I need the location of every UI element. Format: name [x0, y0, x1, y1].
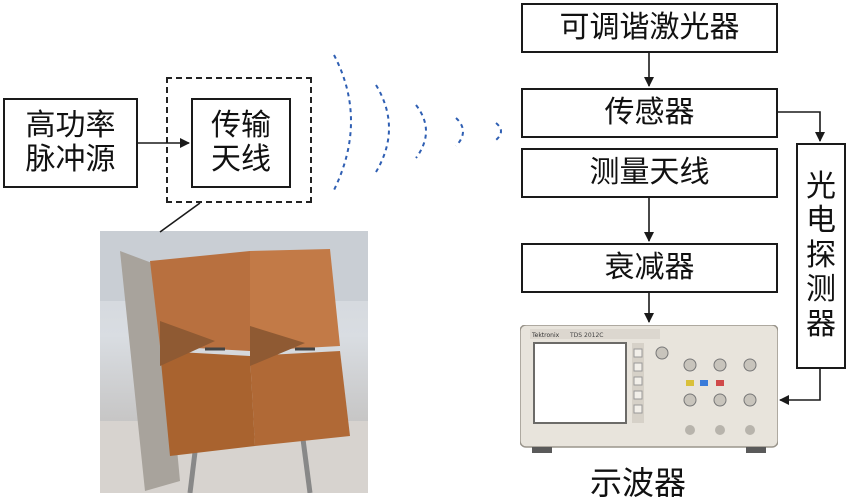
- photodetector-char: 光: [806, 168, 836, 204]
- scope-model: TDS 2012C: [569, 332, 603, 339]
- transmit-antenna-label-1: 传输: [211, 107, 271, 143]
- sensor-box: 传感器: [521, 88, 778, 138]
- transmit-antenna-label-2: 天线: [211, 142, 271, 177]
- tunable-laser-box: 可调谐激光器: [521, 3, 778, 53]
- oscilloscope-image: Tektronix TDS 2012C: [519, 324, 779, 455]
- photodetector-box: 光 电 探 测 器: [796, 143, 846, 369]
- wave-arc: [415, 104, 427, 159]
- wave-arc: [375, 84, 390, 173]
- arrow-sensor-to-photodetector: [778, 111, 825, 142]
- pulse-source-box: 高功率 脉冲源: [3, 98, 138, 188]
- pulse-source-label-1: 高功率: [25, 107, 116, 143]
- sensor-label: 传感器: [604, 94, 695, 130]
- attenuator-box: 衰减器: [521, 243, 778, 293]
- photodetector-char: 器: [806, 306, 836, 342]
- measurement-antenna-box: 测量天线: [521, 148, 778, 198]
- arrow-photodetector-to-scope: [779, 369, 821, 405]
- transmit-antenna-box: 传输 天线: [191, 98, 291, 188]
- wave-arc: [495, 122, 502, 141]
- scope-brand: Tektronix: [531, 332, 560, 339]
- oscilloscope-caption: 示波器: [590, 464, 687, 502]
- measurement-antenna-label: 测量天线: [589, 154, 710, 190]
- photodetector-char: 探: [806, 237, 836, 273]
- pulse-source-label-2: 脉冲源: [25, 142, 116, 177]
- wave-arc: [455, 117, 464, 147]
- radiated-wave-group: [333, 54, 502, 191]
- attenuator-label: 衰减器: [604, 249, 695, 285]
- callout-line-antenna-photo: [159, 202, 201, 233]
- wave-arc: [333, 54, 352, 191]
- photodetector-char: 电: [806, 203, 836, 239]
- antenna-dashed-frame: [166, 77, 312, 203]
- tunable-laser-label: 可调谐激光器: [559, 9, 740, 45]
- antenna-photo: [100, 231, 368, 493]
- photodetector-char: 测: [806, 272, 836, 308]
